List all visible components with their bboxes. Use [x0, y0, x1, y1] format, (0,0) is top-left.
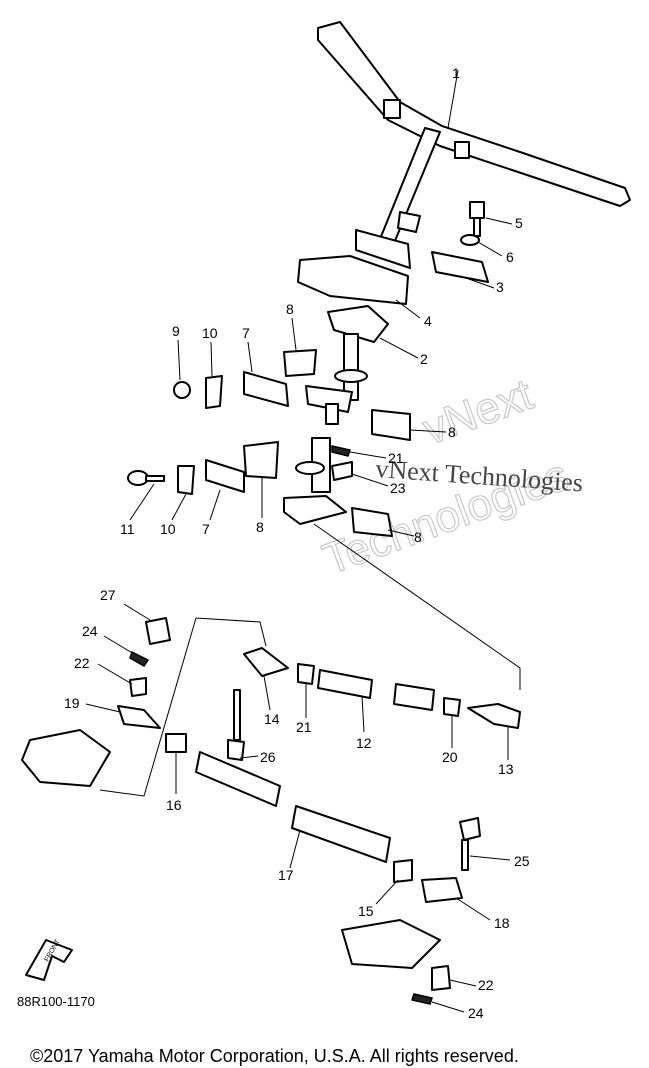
watermark-line1: vNext — [417, 370, 539, 455]
callout-18: 18 — [494, 915, 510, 931]
part-brackets — [127, 349, 317, 495]
callout-8d: 8 — [414, 529, 422, 545]
part-handlebar — [317, 21, 631, 269]
callout-6: 6 — [506, 249, 514, 265]
callout-5: 5 — [515, 215, 523, 231]
callout-24b: 24 — [468, 1005, 484, 1021]
callout-27: 27 — [100, 587, 116, 603]
part-steering-shaft — [283, 305, 411, 537]
callout-11: 11 — [120, 521, 135, 537]
callout-1: 1 — [452, 65, 460, 81]
callout-19: 19 — [64, 695, 80, 711]
callout-17: 17 — [278, 867, 294, 883]
callout-20: 20 — [442, 749, 458, 765]
callout-25: 25 — [514, 853, 530, 869]
callout-10b: 10 — [160, 521, 176, 537]
front-arrow-icon: FRONT — [25, 938, 73, 981]
callout-8c: 8 — [256, 519, 264, 535]
callout-22b: 22 — [478, 977, 494, 993]
callout-14: 14 — [264, 711, 280, 727]
part-tie-rods — [21, 617, 521, 1005]
callout-8a: 8 — [286, 301, 294, 317]
callout-23: 23 — [390, 480, 406, 496]
group-lines — [99, 523, 521, 797]
watermark: vNext Technologies vNext Technologies — [316, 369, 584, 585]
callout-22a: 22 — [74, 655, 90, 671]
callout-10a: 10 — [202, 325, 218, 341]
callout-9: 9 — [172, 323, 180, 339]
callout-12: 12 — [356, 735, 372, 751]
callout-24a: 24 — [82, 623, 98, 639]
copyright-text: ©2017 Yamaha Motor Corporation, U.S.A. A… — [30, 1046, 519, 1066]
callout-7b: 7 — [202, 521, 210, 537]
callout-15: 15 — [358, 903, 374, 919]
callout-8b: 8 — [448, 424, 456, 440]
callout-3: 3 — [496, 279, 504, 295]
part-upper-clamps — [297, 201, 489, 305]
callout-labels: 1 5 6 3 4 2 9 10 7 8 8 21 23 11 10 7 8 8… — [64, 65, 530, 1021]
callout-26: 26 — [260, 749, 276, 765]
callout-13: 13 — [498, 761, 514, 777]
callout-21b: 21 — [296, 719, 312, 735]
callout-4: 4 — [424, 313, 432, 329]
callout-21a: 21 — [388, 450, 404, 466]
callout-7a: 7 — [242, 325, 250, 341]
callout-16: 16 — [166, 797, 182, 813]
drawing-code: 88R100-1170 — [17, 994, 95, 1009]
leader-lines — [85, 69, 513, 1013]
callout-2: 2 — [420, 351, 428, 367]
